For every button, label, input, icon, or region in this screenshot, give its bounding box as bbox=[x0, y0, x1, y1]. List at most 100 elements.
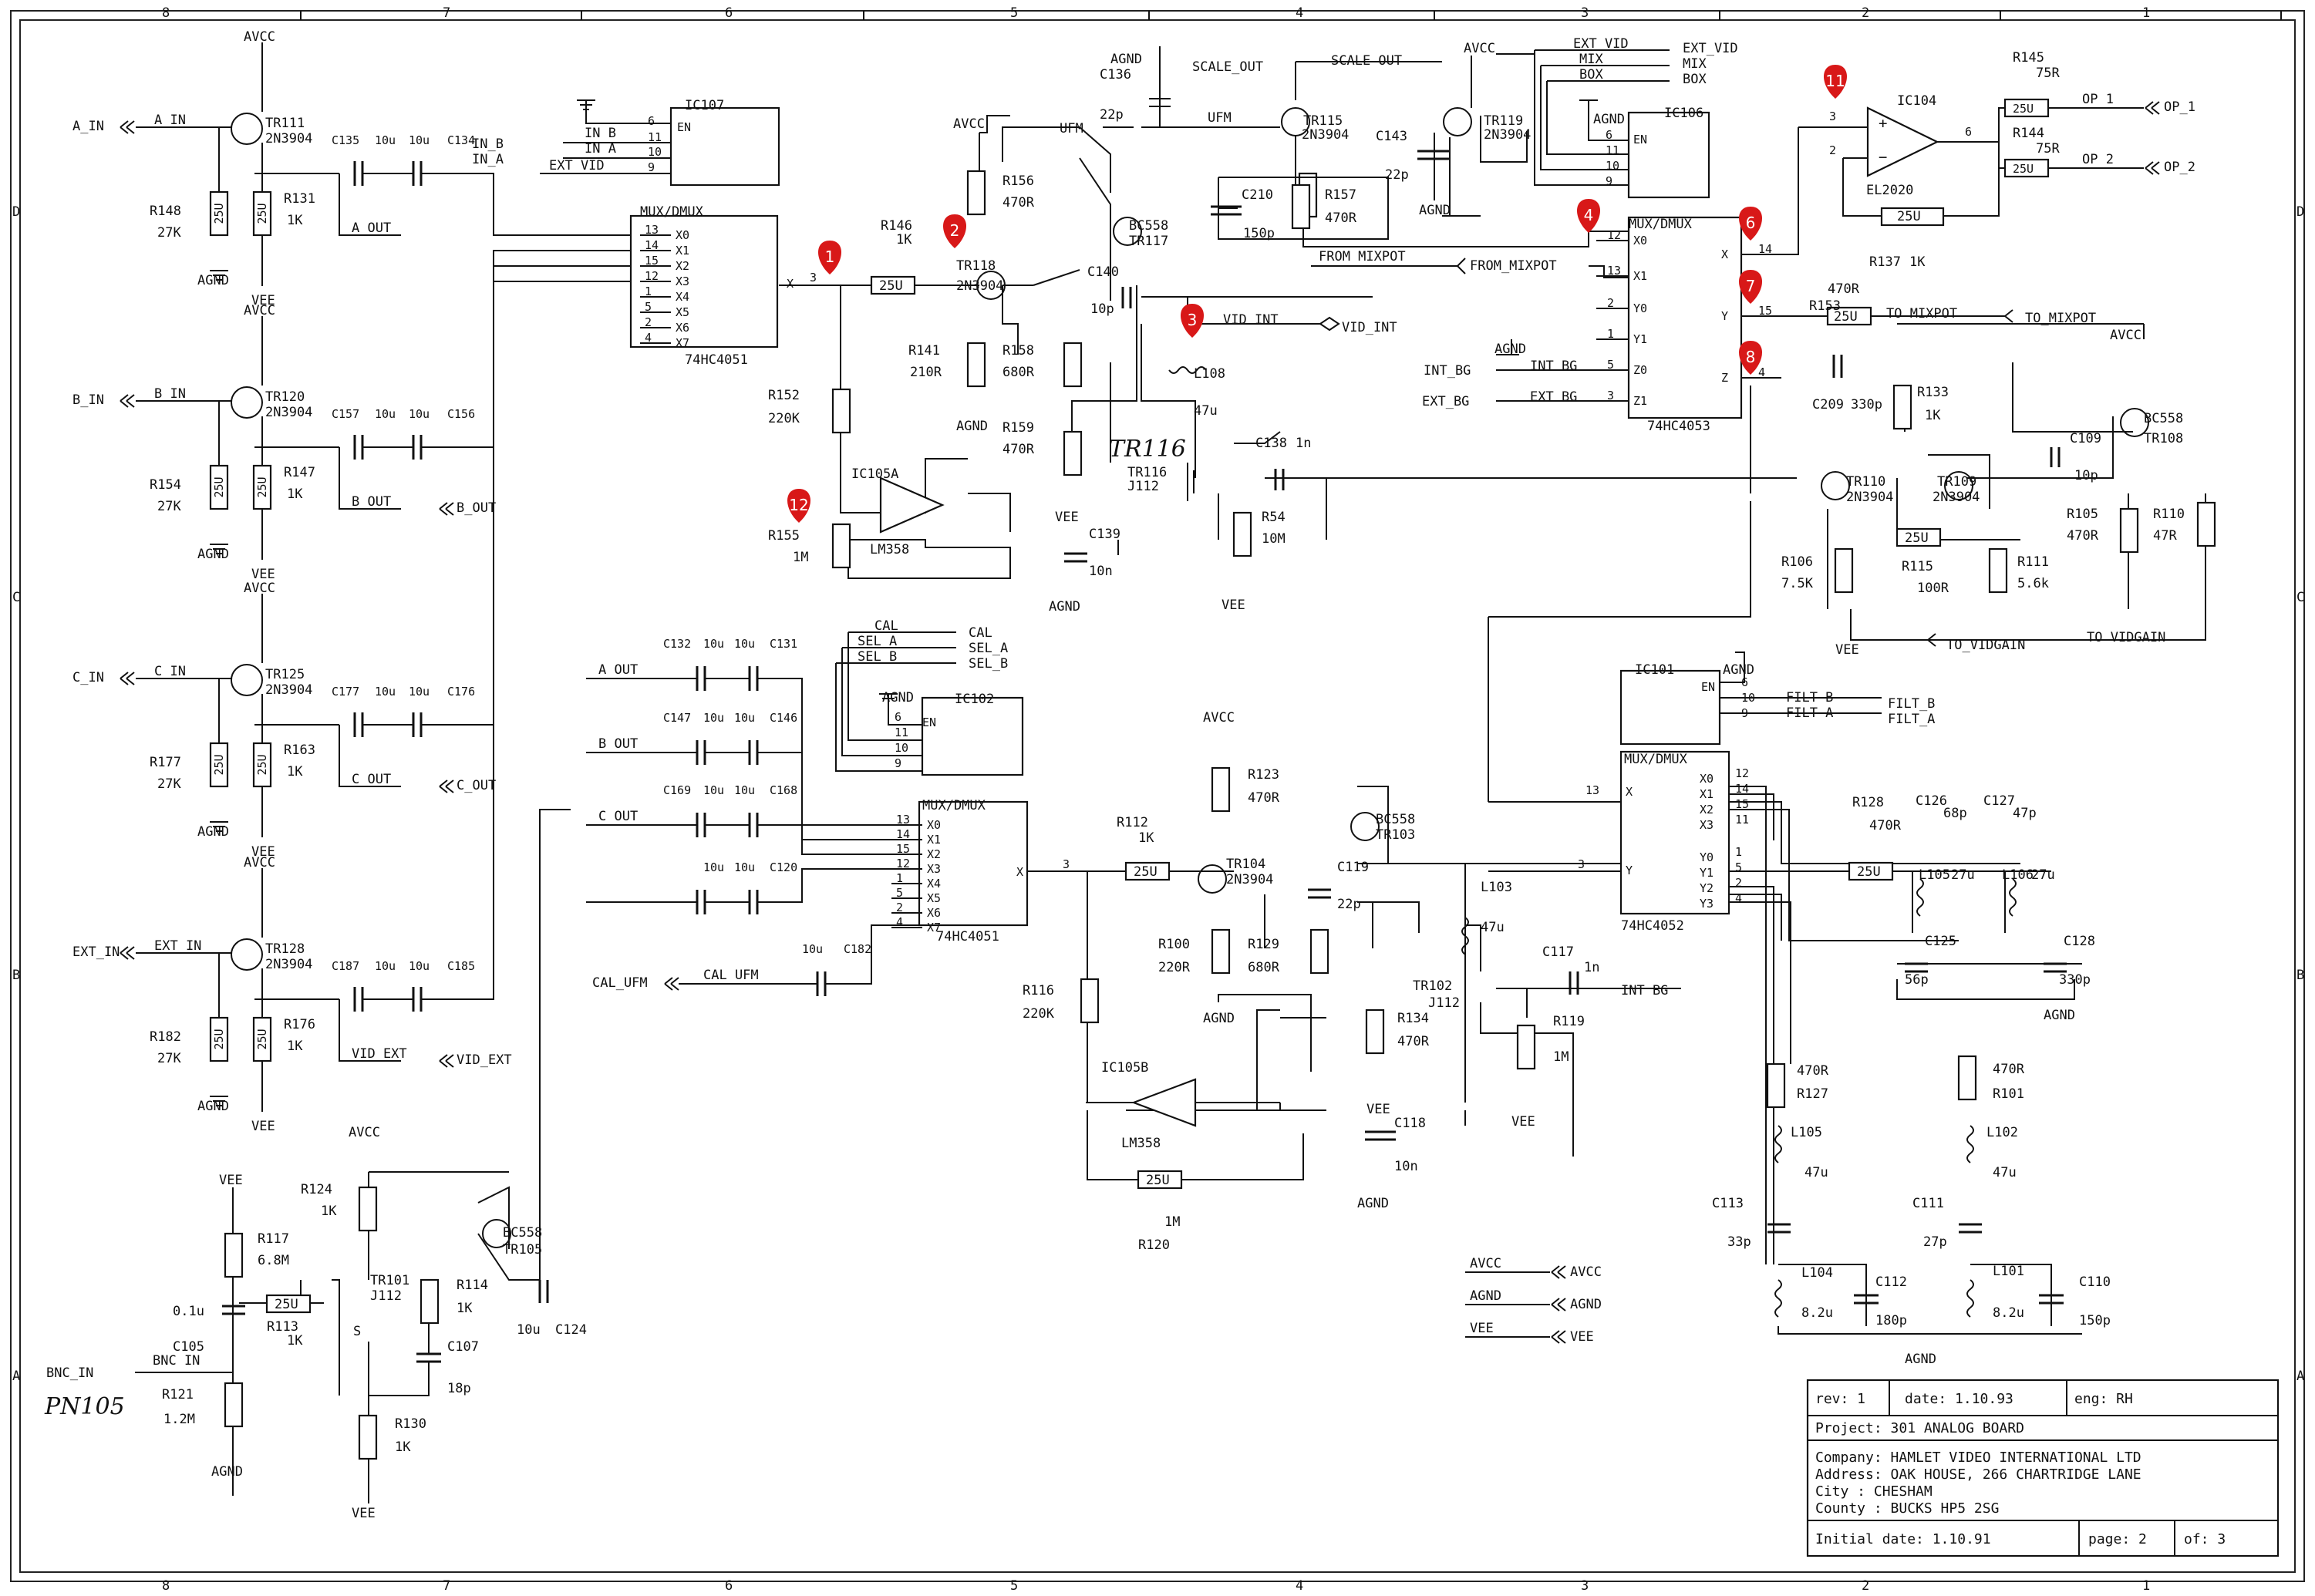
marker-1-label: 1 bbox=[825, 247, 835, 266]
ic107-en: EN bbox=[677, 120, 691, 134]
tr115-label: TR115 bbox=[1303, 113, 1343, 129]
input-c-output-port: C_OUT bbox=[457, 778, 496, 793]
r120-label: R120 bbox=[1138, 1237, 1170, 1253]
ic102-port-cal: CAL bbox=[969, 625, 992, 641]
ic107-pins-x7: X7 bbox=[676, 336, 689, 350]
r113-label: R113 bbox=[267, 1319, 298, 1335]
border-col-3-bottom: 3 bbox=[1581, 1578, 1589, 1592]
l105b-value: 47u bbox=[1804, 1165, 1828, 1180]
c209-label: C209 bbox=[1812, 397, 1844, 412]
tr108-label: TR108 bbox=[2144, 431, 2183, 446]
r105-label: R105 bbox=[2067, 507, 2098, 522]
ic102-port-sel-a: SEL_A bbox=[969, 641, 1008, 656]
ic107-out-label: X bbox=[787, 277, 794, 291]
input-a-cap-2-value: 10u bbox=[409, 133, 430, 147]
input-a-cap-2 bbox=[412, 161, 423, 186]
border-col-6-bottom: 6 bbox=[725, 1578, 733, 1592]
ic106-bottom-agnd: AGND bbox=[1494, 342, 1526, 357]
svg-text:25U: 25U bbox=[1897, 209, 1921, 224]
svg-text:25U: 25U bbox=[1134, 864, 1158, 880]
ic107-label: IC107 bbox=[685, 98, 724, 113]
marker-11-label: 11 bbox=[1825, 72, 1845, 90]
input-a-agnd: AGND bbox=[197, 273, 229, 288]
marker-3-label: 3 bbox=[1188, 311, 1198, 329]
c107-value: 18p bbox=[447, 1381, 471, 1396]
border-row-B-left: B bbox=[12, 968, 20, 983]
c139-agnd: AGND bbox=[1049, 599, 1080, 614]
ic106-ctrl-box: BOX bbox=[1579, 67, 1603, 82]
r110-value: 47R bbox=[2153, 528, 2177, 544]
ic107-pins-x1: X1 bbox=[676, 244, 689, 258]
ic101-x1: X1 bbox=[1700, 787, 1714, 801]
ic106-pinnum-13: 13 bbox=[1607, 264, 1621, 278]
c182-label: C182 bbox=[844, 942, 871, 956]
marker-2: 2 bbox=[943, 214, 966, 248]
int-bg-net-mid: INT BG bbox=[1621, 983, 1668, 998]
output-2-r-value: 75R bbox=[2036, 141, 2060, 157]
ic106-x0: X0 bbox=[1633, 234, 1647, 247]
ic102-pins-pinnum-5: 5 bbox=[896, 886, 903, 900]
ic106-agnd: AGND bbox=[1593, 112, 1625, 127]
c109-label: C109 bbox=[2070, 431, 2101, 446]
marker-6-label: 6 bbox=[1746, 214, 1756, 232]
ic106-label: IC106 bbox=[1664, 106, 1703, 121]
r153-label: R153 bbox=[1809, 298, 1841, 314]
output-1-net: OP 1 bbox=[2082, 92, 2114, 107]
middle-cap-left-3 bbox=[696, 813, 706, 837]
tr119-avcc: AVCC bbox=[1464, 41, 1495, 56]
input-c-agnd: AGND bbox=[197, 824, 229, 840]
ic107-ctrl-ext-vid: EXT VID bbox=[549, 158, 605, 173]
r100-agnd: AGND bbox=[1203, 1011, 1235, 1026]
c182-capacitor bbox=[816, 971, 827, 996]
c143-value: 22p bbox=[1385, 167, 1409, 183]
tr105-type: BC558 bbox=[503, 1225, 542, 1241]
tr116-handwritten: TR116 bbox=[1109, 436, 1186, 463]
ic102-pins-x7: X7 bbox=[927, 921, 941, 934]
middle-cap-right-label-2: C146 bbox=[770, 711, 797, 725]
c140-label: C140 bbox=[1087, 264, 1119, 280]
input-b-cap-1 bbox=[353, 435, 364, 460]
l101-label: L101 bbox=[1993, 1264, 2024, 1279]
c126-label: C126 bbox=[1916, 793, 1947, 809]
border-row-C-right: C bbox=[2296, 590, 2304, 605]
cal-ufm-port: CAL_UFM bbox=[592, 975, 648, 991]
ic102-ctrl-pin-11: 11 bbox=[895, 726, 908, 739]
tr109-type: 2N3904 bbox=[1933, 490, 1980, 505]
svg-text:25U: 25U bbox=[275, 1297, 298, 1312]
middle-cap-left-value-2: 10u bbox=[703, 711, 724, 725]
l105-value: 27u bbox=[1951, 867, 1975, 883]
bnc-port: BNC_IN bbox=[46, 1365, 93, 1381]
middle-cap-right-value-3: 10u bbox=[734, 783, 755, 797]
r157-value: 470R bbox=[1325, 210, 1357, 226]
bnc-net: BNC IN bbox=[153, 1353, 200, 1369]
border-col-5-bottom: 5 bbox=[1010, 1578, 1018, 1592]
ic107-pins-pinnum-2: 2 bbox=[645, 315, 652, 329]
marker-12: 12 bbox=[787, 489, 810, 523]
c136-value: 22p bbox=[1100, 107, 1124, 123]
svg-text:25U: 25U bbox=[1857, 864, 1881, 880]
r121-agnd: AGND bbox=[211, 1464, 243, 1480]
r157-label: R157 bbox=[1325, 187, 1356, 203]
r106-vee: VEE bbox=[1835, 642, 1859, 658]
ic102-ctrl-pin-10: 10 bbox=[895, 741, 908, 755]
tb-eng: eng: RH bbox=[2074, 1391, 2133, 1407]
int-bg-net: INT BG bbox=[1530, 359, 1577, 374]
r124-value: 1K bbox=[321, 1204, 337, 1219]
ic101-port-filt-a: FILT_A bbox=[1888, 712, 1935, 727]
tb-date: date: 1.10.93 bbox=[1905, 1391, 2013, 1407]
ic102-pins-x4: X4 bbox=[927, 877, 941, 891]
c105-value: 0.1u bbox=[173, 1304, 204, 1319]
output-2-resistor: 25U bbox=[2003, 158, 2050, 178]
middle-net-3: C OUT bbox=[598, 809, 638, 824]
border-row-A-left: A bbox=[12, 1369, 20, 1384]
r159-value: 470R bbox=[1002, 442, 1035, 457]
to-vidgain-net: TO VIDGAIN bbox=[2087, 630, 2165, 645]
output-2-arrow bbox=[2145, 161, 2160, 175]
input-ext-transistor-type: 2N3904 bbox=[265, 957, 312, 972]
